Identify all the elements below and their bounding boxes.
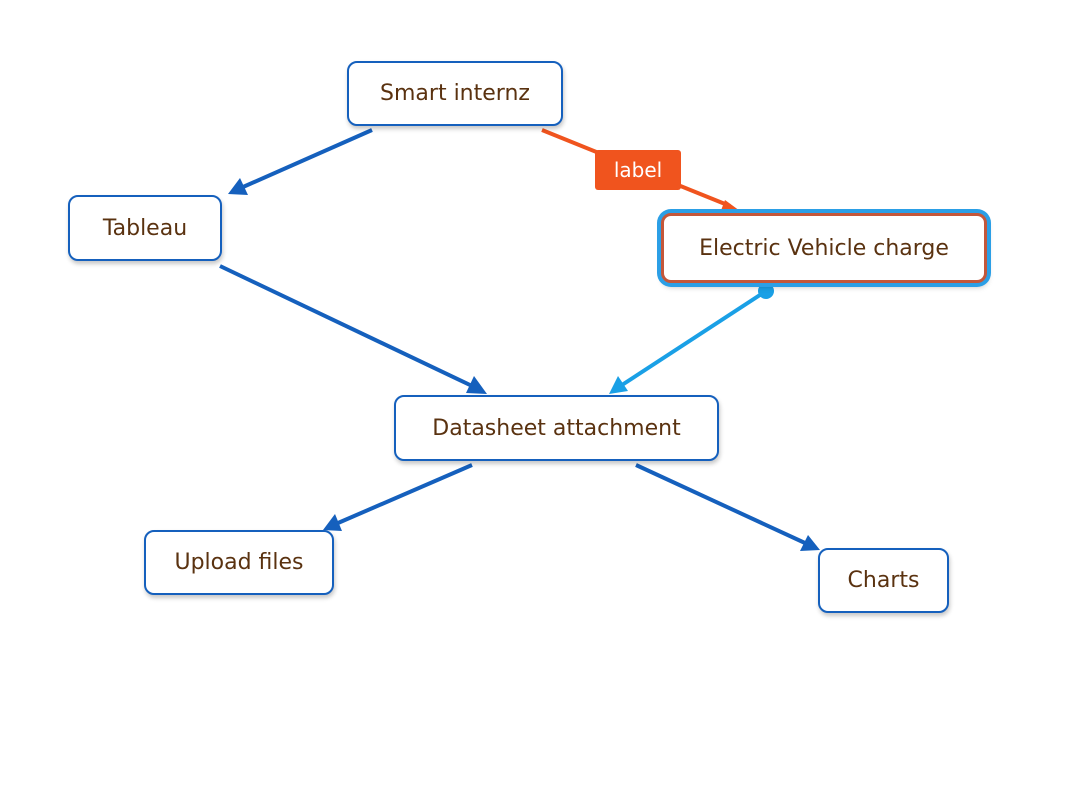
edge-line[interactable] xyxy=(337,463,473,525)
edge-line[interactable] xyxy=(219,264,471,387)
arrowhead xyxy=(466,376,487,394)
node-electric-vehicle-charge[interactable]: Electric Vehicle charge xyxy=(661,213,987,283)
arrowhead xyxy=(323,514,342,531)
node-charts[interactable]: Charts xyxy=(818,548,949,613)
edge-line[interactable] xyxy=(620,289,768,387)
node-tableau[interactable]: Tableau xyxy=(68,195,222,261)
node-upload-files[interactable]: Upload files xyxy=(144,530,334,595)
arrowhead xyxy=(609,376,628,394)
edge-ev-charge-to-datasheet[interactable] xyxy=(609,283,774,394)
arrowhead xyxy=(720,200,740,213)
connector-handle[interactable] xyxy=(758,283,774,299)
arrowhead xyxy=(228,178,248,195)
edge-datasheet-to-upload-files[interactable] xyxy=(323,463,473,531)
edge-datasheet-to-charts[interactable] xyxy=(635,463,820,551)
node-smart-internz[interactable]: Smart internz xyxy=(347,61,563,126)
edge-smart-internz-to-tableau[interactable] xyxy=(228,128,373,195)
edge-tableau-to-datasheet[interactable] xyxy=(219,264,487,394)
edge-line[interactable] xyxy=(242,128,373,189)
edge-label[interactable]: label xyxy=(595,150,681,190)
arrowhead xyxy=(800,535,820,551)
node-datasheet-attachment[interactable]: Datasheet attachment xyxy=(394,395,719,461)
edge-line[interactable] xyxy=(635,463,806,545)
